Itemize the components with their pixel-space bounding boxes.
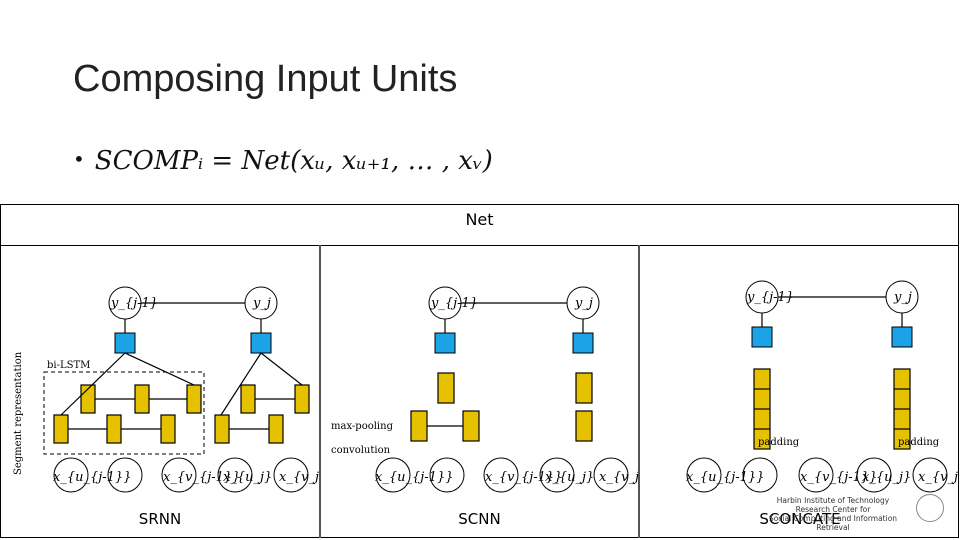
label-y-j-minus-1: y_{j-1} (746, 290, 794, 305)
input-label: x_{v_j} (279, 470, 319, 485)
seal-icon (916, 494, 944, 522)
bilstm-box (43, 371, 205, 455)
input-label: x_{v_{j-1}} (800, 470, 877, 485)
input-label: x_{u_{j-1}} (686, 470, 764, 485)
input-label: x_{u_{j-1}} (375, 470, 453, 485)
sconcate-column: y_{j-1} y_j padding padding x_{u_{j-1}} … (640, 245, 960, 538)
label-y-j: y_j (893, 290, 912, 305)
input-node (539, 457, 575, 493)
lstm-cell (268, 414, 284, 444)
lstm-cell (186, 384, 202, 414)
srnn-diagram: y_{j-1} y_j bi-LSTM (13, 286, 319, 493)
sconcate-diagram: y_{j-1} y_j padding padding x_{u_{j-1}} … (686, 280, 958, 493)
lstm-cell (134, 384, 150, 414)
logo-line: Social Computing and Information Retriev… (768, 514, 898, 532)
maxpool-label: max-pooling (331, 421, 394, 432)
input-label: x_{v_j} (918, 470, 958, 485)
input-node (483, 457, 519, 493)
segment-representation-label: Segment representation (13, 351, 24, 475)
output-block-1 (434, 332, 456, 354)
srnn-column: y_{j-1} y_j bi-LSTM (1, 245, 321, 538)
lstm-cell (53, 414, 69, 444)
lstm-cell (106, 414, 122, 444)
formula-text: SCOMPᵢ = Net(xᵤ, xᵤ₊₁, … , xᵥ) (94, 146, 493, 176)
output-block-2 (891, 326, 913, 348)
institution-logo-text: Harbin Institute of Technology Research … (758, 496, 908, 532)
output-block-1 (751, 326, 773, 348)
bullet: • (73, 147, 85, 171)
label-y-j-minus-1: y_{j-1} (110, 296, 158, 311)
caption-srnn: SRNN (138, 510, 182, 528)
lstm-cell (214, 414, 230, 444)
conv-cell (462, 410, 480, 442)
input-label: x_{v_{j-1}} (163, 470, 240, 485)
lstm-cell (240, 384, 256, 414)
input-node (912, 457, 948, 493)
input-node (429, 457, 465, 493)
maxpool-cell (437, 372, 455, 404)
conv-label: convolution (331, 445, 391, 456)
caption-sconcate: SCONCATE (759, 510, 841, 528)
logo-line: Research Center for (795, 505, 871, 514)
input-node (593, 457, 629, 493)
input-node (217, 457, 253, 493)
scnn-column: y_{j-1} y_j max-pooling convolution x_{u… (321, 245, 640, 538)
lstm-cell (160, 414, 176, 444)
slide-title: Composing Input Units (73, 58, 458, 100)
padding-label: padding (758, 437, 800, 448)
scnn-diagram: y_{j-1} y_j max-pooling convolution x_{u… (331, 286, 638, 493)
input-node (273, 457, 309, 493)
input-node (53, 457, 89, 493)
input-node (161, 457, 197, 493)
input-node (107, 457, 143, 493)
padding-label: padding (898, 437, 940, 448)
conv-cell (575, 410, 593, 442)
conv-cell (410, 410, 428, 442)
label-y-j: y_j (574, 296, 593, 311)
label-y-j-minus-1: y_{j-1} (430, 296, 478, 311)
lstm-cell (294, 384, 310, 414)
input-label: x_{u_{j-1}} (53, 470, 131, 485)
bilstm-label: bi-LSTM (47, 360, 90, 371)
input-node (798, 457, 834, 493)
table-header: Net (1, 205, 958, 246)
maxpool-cell (575, 372, 593, 404)
input-label: x_{u_j} (223, 470, 272, 485)
input-node (686, 457, 722, 493)
input-label: x_{v_j} (599, 470, 638, 485)
input-label: x_{u_j} (862, 470, 911, 485)
logo-line: Harbin Institute of Technology (776, 496, 890, 505)
output-block-1 (114, 332, 136, 354)
caption-scnn: SCNN (458, 510, 501, 528)
label-y-j: y_j (252, 296, 271, 311)
net-comparison-table: Net y_{j-1} y_j bi-LSTM (0, 204, 959, 538)
input-label: x_{u_j} (545, 470, 594, 485)
output-block-2 (250, 332, 272, 354)
output-block-2 (572, 332, 594, 354)
input-node (742, 457, 778, 493)
input-node (856, 457, 892, 493)
input-node (375, 457, 411, 493)
input-label: x_{v_{j-1}} (485, 470, 562, 485)
formula: • SCOMPᵢ = Net(xᵤ, xᵤ₊₁, … , xᵥ) (73, 146, 493, 176)
